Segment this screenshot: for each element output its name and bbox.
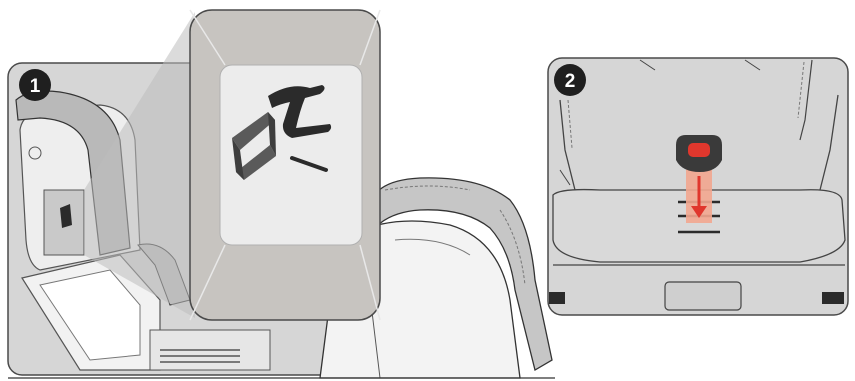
seat-back-right-edge [819,94,839,191]
belt-guide-lock-top [232,112,275,150]
seat-back-left-edge [559,99,576,191]
step-badge-circle [19,69,51,101]
callout-perspective-line-4 [359,244,381,321]
motion-line [290,156,328,172]
vehicle-seat-bolster [371,177,553,372]
belt-clip-icon [268,85,332,138]
buckle-release-button [688,143,710,157]
seat-button-detail [28,146,42,160]
seat-back-right-inner [799,59,813,141]
seat-side-mark [559,169,571,186]
seat-stitching-1 [384,185,471,191]
belt-guide-lock-side-2 [268,112,276,156]
belt-guide-clip [60,204,72,228]
arrow-down-icon [691,176,707,218]
seat-back-left-stitch [567,99,573,149]
seat-base-inner [39,269,141,361]
callout-perspective-line-1 [189,9,226,66]
seat-top-mark-1 [639,59,656,71]
step-2-number: 2 [565,71,576,92]
step-2-badge: 2 [554,64,586,96]
vehicle-seat-contour [394,238,471,256]
zoom-callout [84,9,381,321]
seat-cushion [552,188,846,263]
belt-guide-closeup [219,64,363,246]
step-badge-circle [554,64,586,96]
callout-perspective-line-2 [359,9,381,66]
base-foot-left [549,292,565,304]
seat-back-right-stitch [797,61,805,119]
seat-top-mark-2 [744,59,761,71]
arrow-head [691,206,707,218]
base-handle [664,281,742,311]
step-1-number: 1 [30,76,41,97]
panel-2 [547,57,849,316]
belt-guide-lock-bottom [236,145,276,180]
base-foot-right [822,292,844,304]
step-1-badge: 1 [19,69,51,101]
zoom-cone [84,12,195,318]
callout-perspective-line-3 [189,244,226,321]
belt-guide-lock-side [232,138,244,180]
seat-stitching-2 [499,209,526,286]
